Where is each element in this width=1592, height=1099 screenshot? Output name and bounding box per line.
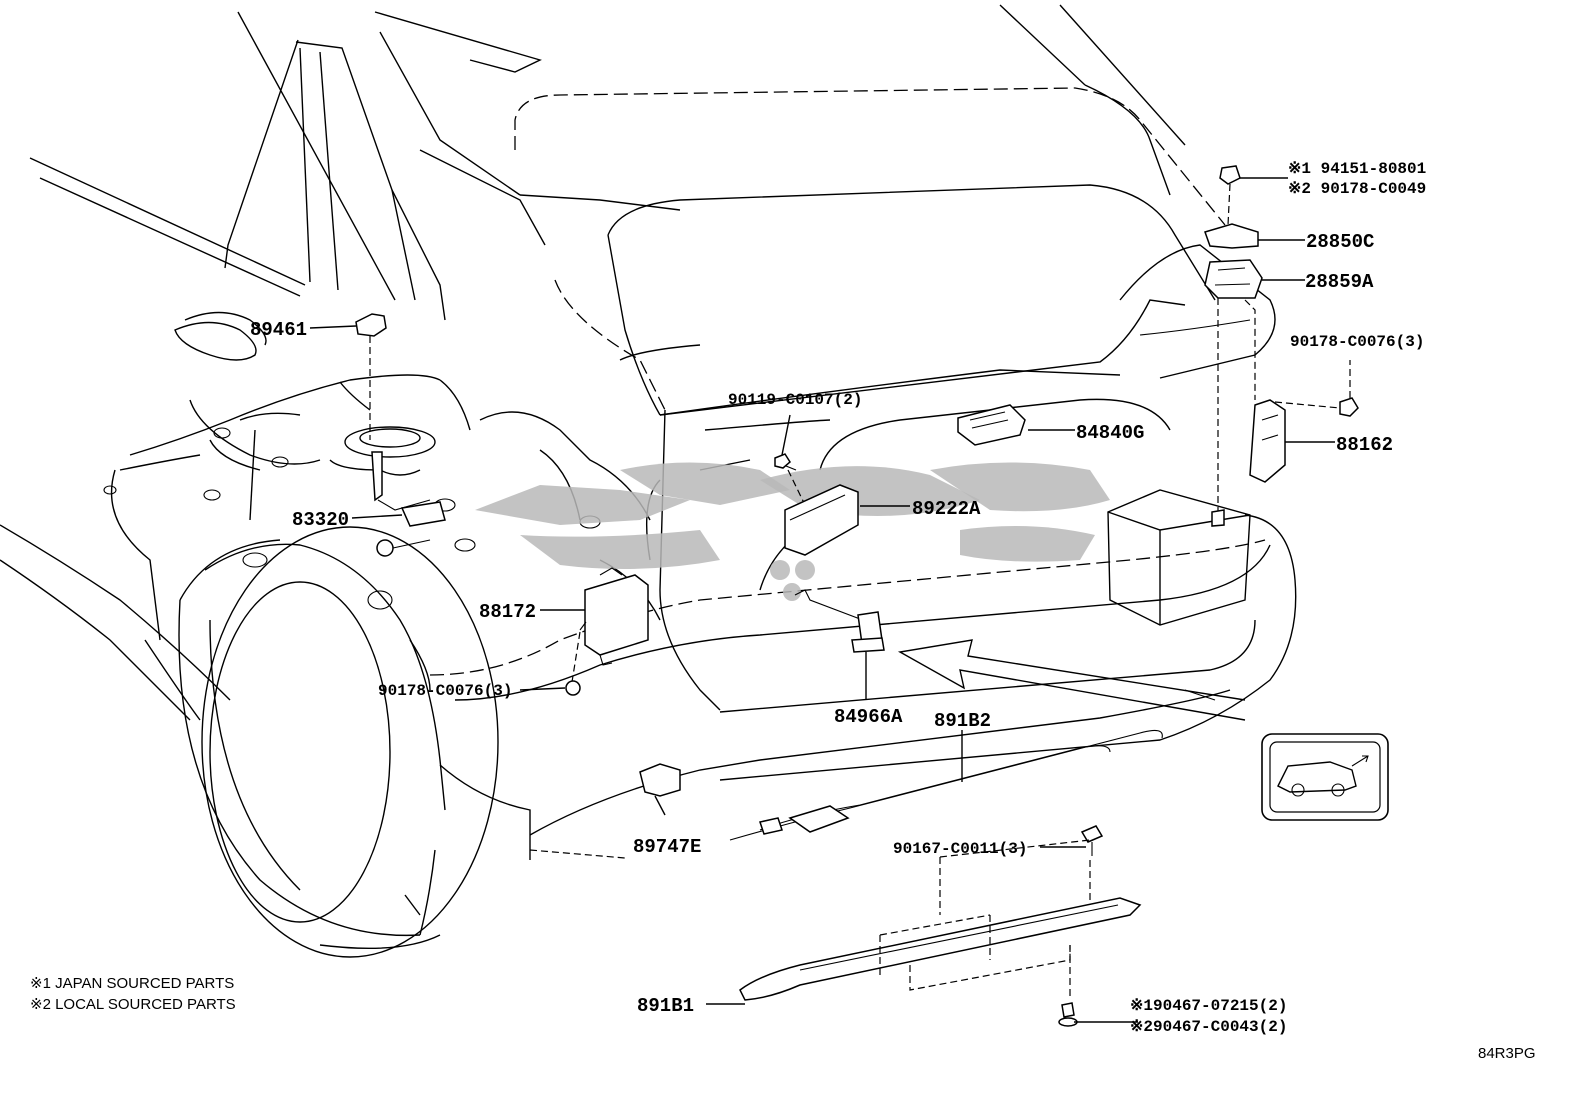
label-90178-c0076-left: 90178-C0076(3) <box>378 682 512 700</box>
label-94151-80801: ※1 94151-80801 <box>1288 160 1426 178</box>
note-japan-sourced: ※1 JAPAN SOURCED PARTS <box>30 975 234 992</box>
label-89222a: 89222A <box>912 498 981 520</box>
label-88162: 88162 <box>1336 434 1393 456</box>
label-90467-c0043: ※290467-C0043(2) <box>1130 1018 1287 1036</box>
part-labels: 89461 83320 88172 90178-C0076(3) 90119-C… <box>250 160 1426 1036</box>
view-arrow <box>897 639 1246 721</box>
label-28859a: 28859A <box>1305 271 1374 293</box>
label-89747e: 89747E <box>633 836 701 858</box>
label-90167-c0011: 90167-C0011(3) <box>893 840 1027 858</box>
label-90178-c0076-right: 90178-C0076(3) <box>1290 333 1424 351</box>
label-88172: 88172 <box>479 601 536 623</box>
leader-lines <box>309 177 1335 1023</box>
figure-code: 84R3PG <box>1478 1045 1536 1062</box>
suv-rear-view-icon <box>1261 733 1389 821</box>
legend-notes: ※1 JAPAN SOURCED PARTS ※2 LOCAL SOURCED … <box>30 975 1536 1062</box>
label-84840g: 84840G <box>1076 422 1144 444</box>
label-891b1: 891B1 <box>637 995 694 1017</box>
label-891b2: 891B2 <box>934 710 991 732</box>
label-90119-c0107: 90119-C0107(2) <box>728 391 862 409</box>
label-89461: 89461 <box>250 319 307 341</box>
label-84966a: 84966A <box>834 706 903 728</box>
label-90467-07215: ※190467-07215(2) <box>1130 997 1287 1015</box>
label-28850c: 28850C <box>1306 231 1374 253</box>
label-90178-c0049: ※2 90178-C0049 <box>1288 180 1426 198</box>
label-83320: 83320 <box>292 509 349 531</box>
part-shapes <box>355 165 1359 1027</box>
note-local-sourced: ※2 LOCAL SOURCED PARTS <box>30 996 236 1013</box>
